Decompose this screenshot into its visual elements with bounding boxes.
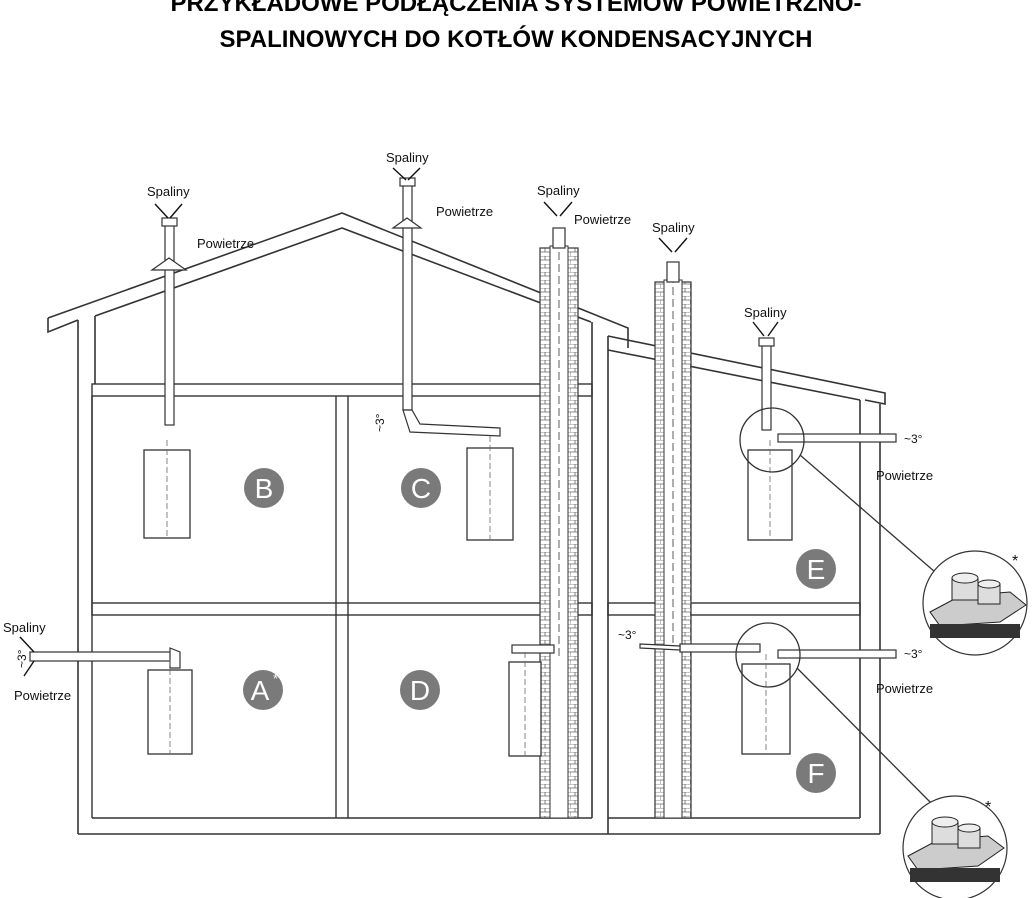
badge-f: F — [796, 753, 836, 793]
slope-label-f: ~3° — [904, 647, 923, 661]
label-air-c: Powietrze — [436, 204, 493, 219]
slope-label-a: ~3° — [15, 649, 29, 668]
badge-d: D — [400, 670, 440, 710]
title-line-1: PRZYKŁADOWE PODŁĄCZENIA SYSTEMÓW POWIETR… — [170, 0, 862, 17]
svg-text:E: E — [807, 554, 826, 585]
svg-text:B: B — [255, 473, 274, 504]
title-line-2: SPALINOWYCH DO KOTŁÓW KONDENSACYJNYCH — [219, 26, 813, 53]
badge-a: A * — [243, 670, 283, 710]
detail-inset-e — [922, 550, 1028, 656]
flue-pipes — [150, 177, 775, 437]
svg-text:A: A — [251, 675, 270, 706]
svg-text:D: D — [410, 675, 430, 706]
slope-label-f-inner: ~3° — [618, 628, 637, 642]
label-air-a: Powietrze — [14, 688, 71, 703]
label-air-f: Powietrze — [876, 681, 933, 696]
label-air-b: Powietrze — [197, 236, 254, 251]
boilers — [143, 447, 793, 757]
label-flue-f: Spaliny — [652, 220, 695, 235]
label-flue-b: Spaliny — [147, 184, 190, 199]
badge-e: E — [796, 549, 836, 589]
label-flue-e: Spaliny — [744, 305, 787, 320]
label-air-e: Powietrze — [876, 468, 933, 483]
diagram-title: PRZYKŁADOWE PODŁĄCZENIA SYSTEMÓW POWIETR… — [0, 0, 1032, 58]
detail-callouts — [735, 407, 951, 813]
house-outline — [47, 212, 886, 835]
slope-label-c: ~3° — [373, 413, 387, 432]
flow-arrows — [19, 167, 779, 677]
chimney-left — [539, 240, 579, 819]
asterisk-e: * — [1012, 553, 1018, 570]
svg-text:C: C — [411, 473, 431, 504]
svg-text:*: * — [273, 671, 278, 686]
label-flue-d: Spaliny — [537, 183, 580, 198]
slope-label-e: ~3° — [904, 432, 923, 446]
svg-text:F: F — [807, 758, 824, 789]
detail-inset-f — [902, 795, 1008, 898]
label-flue-a: Spaliny — [3, 620, 46, 635]
horizontal-pipes — [29, 433, 897, 669]
chimney-right — [654, 275, 692, 819]
badge-b: B — [244, 468, 284, 508]
label-flue-c: Spaliny — [386, 150, 429, 165]
rooms — [91, 383, 861, 818]
label-air-d: Powietrze — [574, 212, 631, 227]
asterisk-f: * — [985, 799, 991, 816]
badge-c: C — [401, 468, 441, 508]
